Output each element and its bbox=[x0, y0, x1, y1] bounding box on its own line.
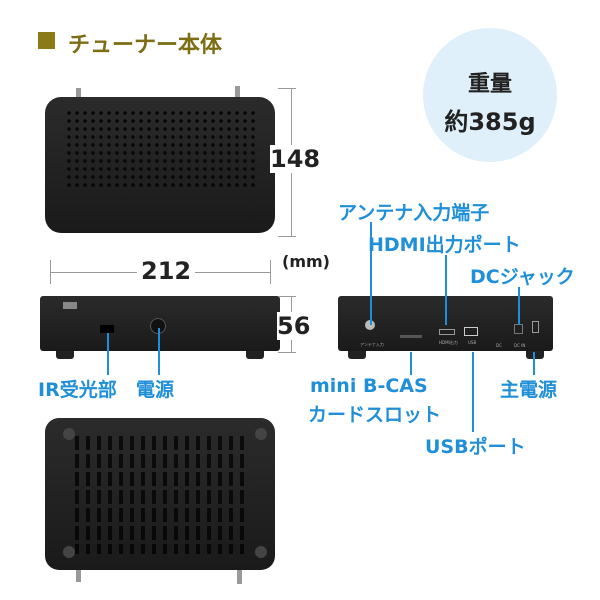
foot bbox=[63, 546, 75, 558]
vent-slots bbox=[75, 436, 245, 554]
ir-receiver bbox=[100, 325, 114, 333]
foot bbox=[63, 428, 75, 440]
page-title: チューナー本体 bbox=[68, 33, 223, 58]
print-usb: USB bbox=[468, 340, 477, 345]
device-bottom-view bbox=[45, 418, 275, 570]
device-front-view bbox=[40, 296, 280, 351]
label-bcas-1: mini B-CAS bbox=[310, 375, 428, 397]
width-dimension: 212 bbox=[137, 257, 196, 285]
antenna-right bbox=[235, 86, 240, 100]
label-main-power: 主電源 bbox=[500, 379, 558, 401]
unit-label: (mm) bbox=[282, 252, 330, 271]
main-power-switch bbox=[532, 321, 539, 333]
antenna-bottom-right bbox=[237, 570, 242, 584]
usb-port bbox=[464, 327, 478, 336]
depth-dimension: 148 bbox=[270, 145, 321, 173]
label-dc: DCジャック bbox=[470, 266, 575, 288]
bcas-slot bbox=[400, 335, 422, 338]
foot bbox=[255, 428, 267, 440]
foot bbox=[255, 546, 267, 558]
height-dimension: 56 bbox=[277, 312, 311, 340]
device-top-view bbox=[45, 97, 275, 233]
print-hdmi: HDMI出力 bbox=[439, 340, 458, 345]
label-bcas-2: カードスロット bbox=[308, 404, 442, 426]
vent-dots bbox=[65, 109, 255, 189]
label-usb: USBポート bbox=[425, 436, 526, 458]
antenna-bottom-left bbox=[76, 570, 81, 582]
label-power: 電源 bbox=[136, 379, 175, 401]
print-antenna: アンテナ入力 bbox=[360, 342, 384, 347]
weight-badge: 重量 約385g bbox=[423, 28, 557, 162]
brand-logo bbox=[63, 302, 77, 309]
label-hdmi: HDMI出力ポート bbox=[368, 234, 521, 256]
dc-jack bbox=[514, 324, 523, 334]
print-dc: DC bbox=[496, 343, 502, 348]
title-square bbox=[38, 32, 55, 49]
antenna-port bbox=[365, 320, 375, 330]
weight-value: 約385g bbox=[444, 108, 536, 136]
print-dc-in: DC IN bbox=[514, 343, 526, 348]
label-antenna: アンテナ入力端子 bbox=[338, 202, 490, 224]
hdmi-port bbox=[439, 329, 455, 335]
antenna-left bbox=[76, 88, 81, 100]
weight-label: 重量 bbox=[467, 72, 512, 97]
label-ir: IR受光部 bbox=[38, 379, 117, 401]
